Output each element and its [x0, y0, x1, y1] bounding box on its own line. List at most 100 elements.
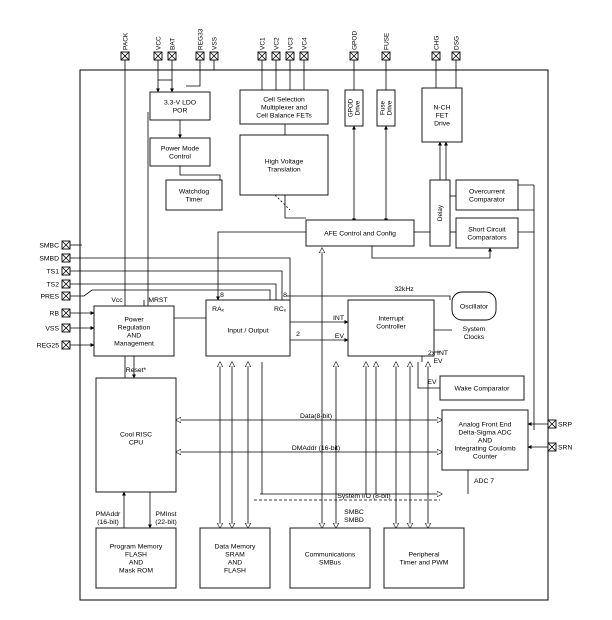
- gpod-drive-block: [344, 89, 364, 127]
- pin-label-pack: PACK: [123, 32, 130, 50]
- input-output-block: [205, 299, 291, 357]
- overcurrent-text-line: Comparator: [469, 196, 506, 203]
- ra-label: RAₓ: [212, 306, 224, 313]
- pin-vss: [209, 51, 219, 61]
- delay-block: [429, 179, 451, 247]
- smbc-smbd-line: SMBC: [344, 509, 364, 516]
- program_memory-text-line: AND: [129, 559, 143, 566]
- pin-label-ts2: TS2: [47, 281, 60, 288]
- fuse-drive-block: [376, 89, 396, 127]
- data_memory-text-line: SRAM: [225, 551, 245, 558]
- nch-fet-drive-block: [421, 87, 463, 143]
- khz-label: 32kHz: [394, 286, 414, 293]
- pin-label-rb: RB: [50, 310, 60, 317]
- analog_fe-text-line: Counter: [473, 453, 498, 460]
- pin-label-gpod: GPOD: [352, 31, 359, 50]
- nch_fet-text-line: N-CH: [434, 104, 451, 111]
- pin-label-smbd: SMBD: [39, 255, 59, 262]
- pin-label-pres: PRES: [40, 293, 59, 300]
- int-label: INT: [333, 315, 344, 322]
- interrupt-text-line: Controller: [376, 323, 406, 330]
- cpu-text-line: CPU: [129, 439, 143, 446]
- analog_fe-text-line: Delta-Sigma ADC: [458, 429, 511, 436]
- pin-left-ts1: [61, 266, 71, 276]
- pin-left-ts2: [61, 279, 71, 289]
- pin-left-vss: [61, 323, 71, 333]
- pin-label-fuse: FUSE: [384, 32, 391, 50]
- watchdog-text-line: Watchdog: [179, 188, 210, 195]
- analog_fe-text-line: Analog Front End: [459, 421, 512, 428]
- data_memory-text-line: Data Memory: [215, 543, 256, 550]
- oscillator-block: [451, 291, 497, 321]
- pin-right-srn: [547, 442, 557, 452]
- ldo-text-line: POR: [173, 107, 188, 114]
- oscillator-text-line: Oscillator: [460, 303, 489, 310]
- pin-label-chg: CHG: [434, 36, 441, 50]
- pin-bat: [167, 51, 177, 61]
- cell-selection-block: [239, 89, 329, 125]
- dm-addr-label: DMAddr (16-bit): [292, 445, 340, 452]
- short_circuit-text-line: Short Circuit: [468, 226, 506, 233]
- power_reg-text-line: AND: [127, 332, 141, 339]
- peripheral-block: [383, 527, 465, 589]
- program_memory-text-line: FLASH: [125, 551, 147, 558]
- pin-reg33: [195, 51, 205, 61]
- pin-label-vcc: VCC: [156, 36, 163, 50]
- pin-label-smbc: SMBC: [39, 242, 59, 249]
- analog-front-end-block: [441, 409, 529, 471]
- data_memory-text-line: AND: [228, 559, 242, 566]
- pin-label-vss: VSS: [212, 36, 219, 50]
- program_memory-text-line: Mask ROM: [119, 567, 153, 574]
- wake-ev-label: EV: [427, 379, 437, 386]
- bus-width-8a: 8: [220, 292, 224, 299]
- short_circuit-text-line: Comparators: [467, 234, 507, 241]
- power-mode-block: [149, 137, 211, 167]
- pin-vc2: [271, 51, 281, 61]
- delay-line: Delay: [437, 204, 444, 221]
- pm-inst-line: (22-bit): [155, 519, 177, 526]
- system-clocks-line: System: [463, 326, 486, 333]
- hv-translation-block: [239, 134, 329, 196]
- reset-label: Reset*: [126, 367, 147, 374]
- power_mode-text-line: Control: [169, 153, 191, 160]
- pin-label-reg33: REG33: [198, 28, 205, 50]
- overcurrent-block: [455, 179, 519, 211]
- cell_select-text-line: Multiplexer and: [261, 104, 307, 111]
- pm-inst-line: PMInst: [155, 511, 176, 518]
- power_reg-text-line: Regulation: [118, 324, 151, 331]
- analog_fe-text-line: Integrating Coulomb: [454, 445, 515, 452]
- pin-dsg: [451, 51, 461, 61]
- system-clocks-line: Clocks: [464, 334, 485, 341]
- pin-label-vc3: VC3: [288, 37, 295, 50]
- pin-label-vc1: VC1: [260, 37, 267, 50]
- int-ev-line: 2x INT: [428, 350, 448, 357]
- peripheral-text-line: Peripheral: [409, 551, 440, 558]
- peripheral-text-line: Timer and PWM: [400, 559, 449, 566]
- pin-gpod: [349, 51, 359, 61]
- pin-left-pres: [61, 291, 71, 301]
- two-label: 2: [296, 331, 300, 338]
- nch_fet-text-line: FET: [436, 112, 449, 119]
- nch_fet-text-line: Drive: [434, 120, 450, 127]
- pin-label-vc2: VC2: [274, 37, 281, 50]
- pin-left-smbc: [61, 240, 71, 250]
- program_memory-text-line: Program Memory: [110, 543, 163, 550]
- analog_fe-text-line: AND: [478, 437, 492, 444]
- pin-left-reg25: [61, 340, 71, 350]
- pin-vc3: [285, 51, 295, 61]
- pm-addr-line: (16-bit): [97, 519, 119, 526]
- hv_translation-text-line: High Voltage: [265, 158, 304, 165]
- pm-addr-line: PMAddr: [96, 511, 121, 518]
- system-io-label: System I/O (8-bit): [337, 493, 390, 500]
- bus-width-8b: 8: [283, 292, 287, 299]
- pin-fuse: [381, 51, 391, 61]
- cpu-text-line: Cool RISC: [120, 431, 152, 438]
- pin-right-srp: [547, 419, 557, 429]
- gpod-drive-line: GPOD: [348, 98, 355, 117]
- mrst-label: MRST: [148, 297, 167, 304]
- pin-left-smbd: [61, 253, 71, 263]
- wake-text-line: Wake Comparator: [455, 385, 511, 392]
